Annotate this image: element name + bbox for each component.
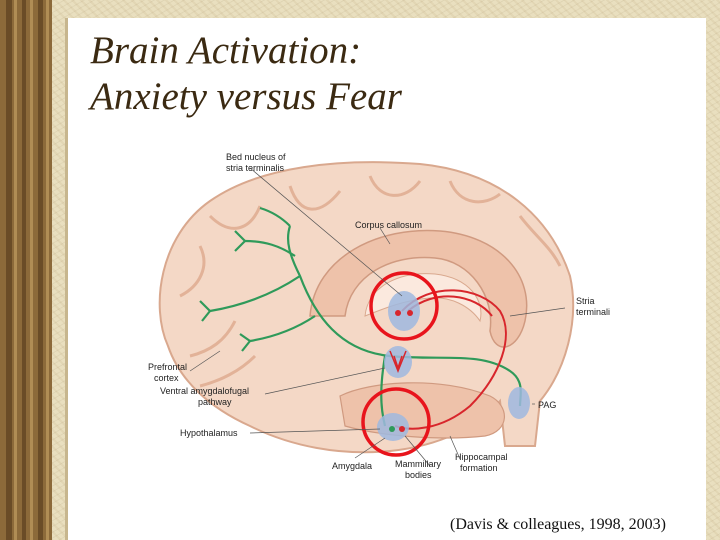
label-mammillary-bodies: Mammillary — [395, 459, 441, 469]
brain-diagram: Bed nucleus of stria terminalis Corpus c… — [148, 152, 610, 480]
amygdala-highlight-circle — [361, 387, 431, 457]
label-prefrontal-cortex: Prefrontal — [148, 362, 187, 372]
title-line-2: Anxiety versus Fear — [90, 75, 402, 118]
label-prefrontal-cortex-2: cortex — [154, 373, 179, 383]
green-pathway — [199, 206, 522, 427]
bnst-highlight-circle — [369, 271, 439, 341]
label-ventral-pathway-2: pathway — [198, 397, 232, 407]
label-hypothalamus: Hypothalamus — [180, 428, 238, 438]
leader-lines — [189, 167, 566, 467]
pag-nucleus — [508, 387, 530, 419]
corpus-callosum — [309, 229, 528, 348]
slide-title: Brain Activation: Anxiety versus Fear — [90, 28, 402, 120]
label-pag: PAG — [538, 400, 556, 410]
title-line-1: Brain Activation: — [90, 29, 362, 72]
bnst-nucleus — [388, 291, 420, 331]
label-bed-nucleus-2: stria terminalis — [226, 163, 285, 173]
border-pattern — [0, 0, 52, 540]
label-stria-terminalis-2: terminalis — [576, 307, 610, 317]
label-stria-terminalis: Stria — [576, 296, 595, 306]
label-bed-nucleus: Bed nucleus of — [226, 152, 286, 162]
hypothalamic-nucleus — [384, 346, 412, 378]
label-hippocampal-formation-2: formation — [460, 463, 498, 473]
label-ventral-pathway: Ventral amygdalofugal — [160, 386, 249, 396]
label-hippocampal-formation: Hippocampal — [455, 452, 508, 462]
left-border-decoration — [0, 0, 52, 540]
label-corpus-callosum: Corpus callosum — [355, 220, 422, 230]
label-amygdala: Amygdala — [332, 461, 372, 471]
citation: (Davis & colleagues, 1998, 2003) — [450, 516, 666, 533]
neuron-dots — [389, 310, 413, 432]
cortical-folds — [179, 175, 562, 388]
label-mammillary-bodies-2: bodies — [405, 470, 432, 480]
